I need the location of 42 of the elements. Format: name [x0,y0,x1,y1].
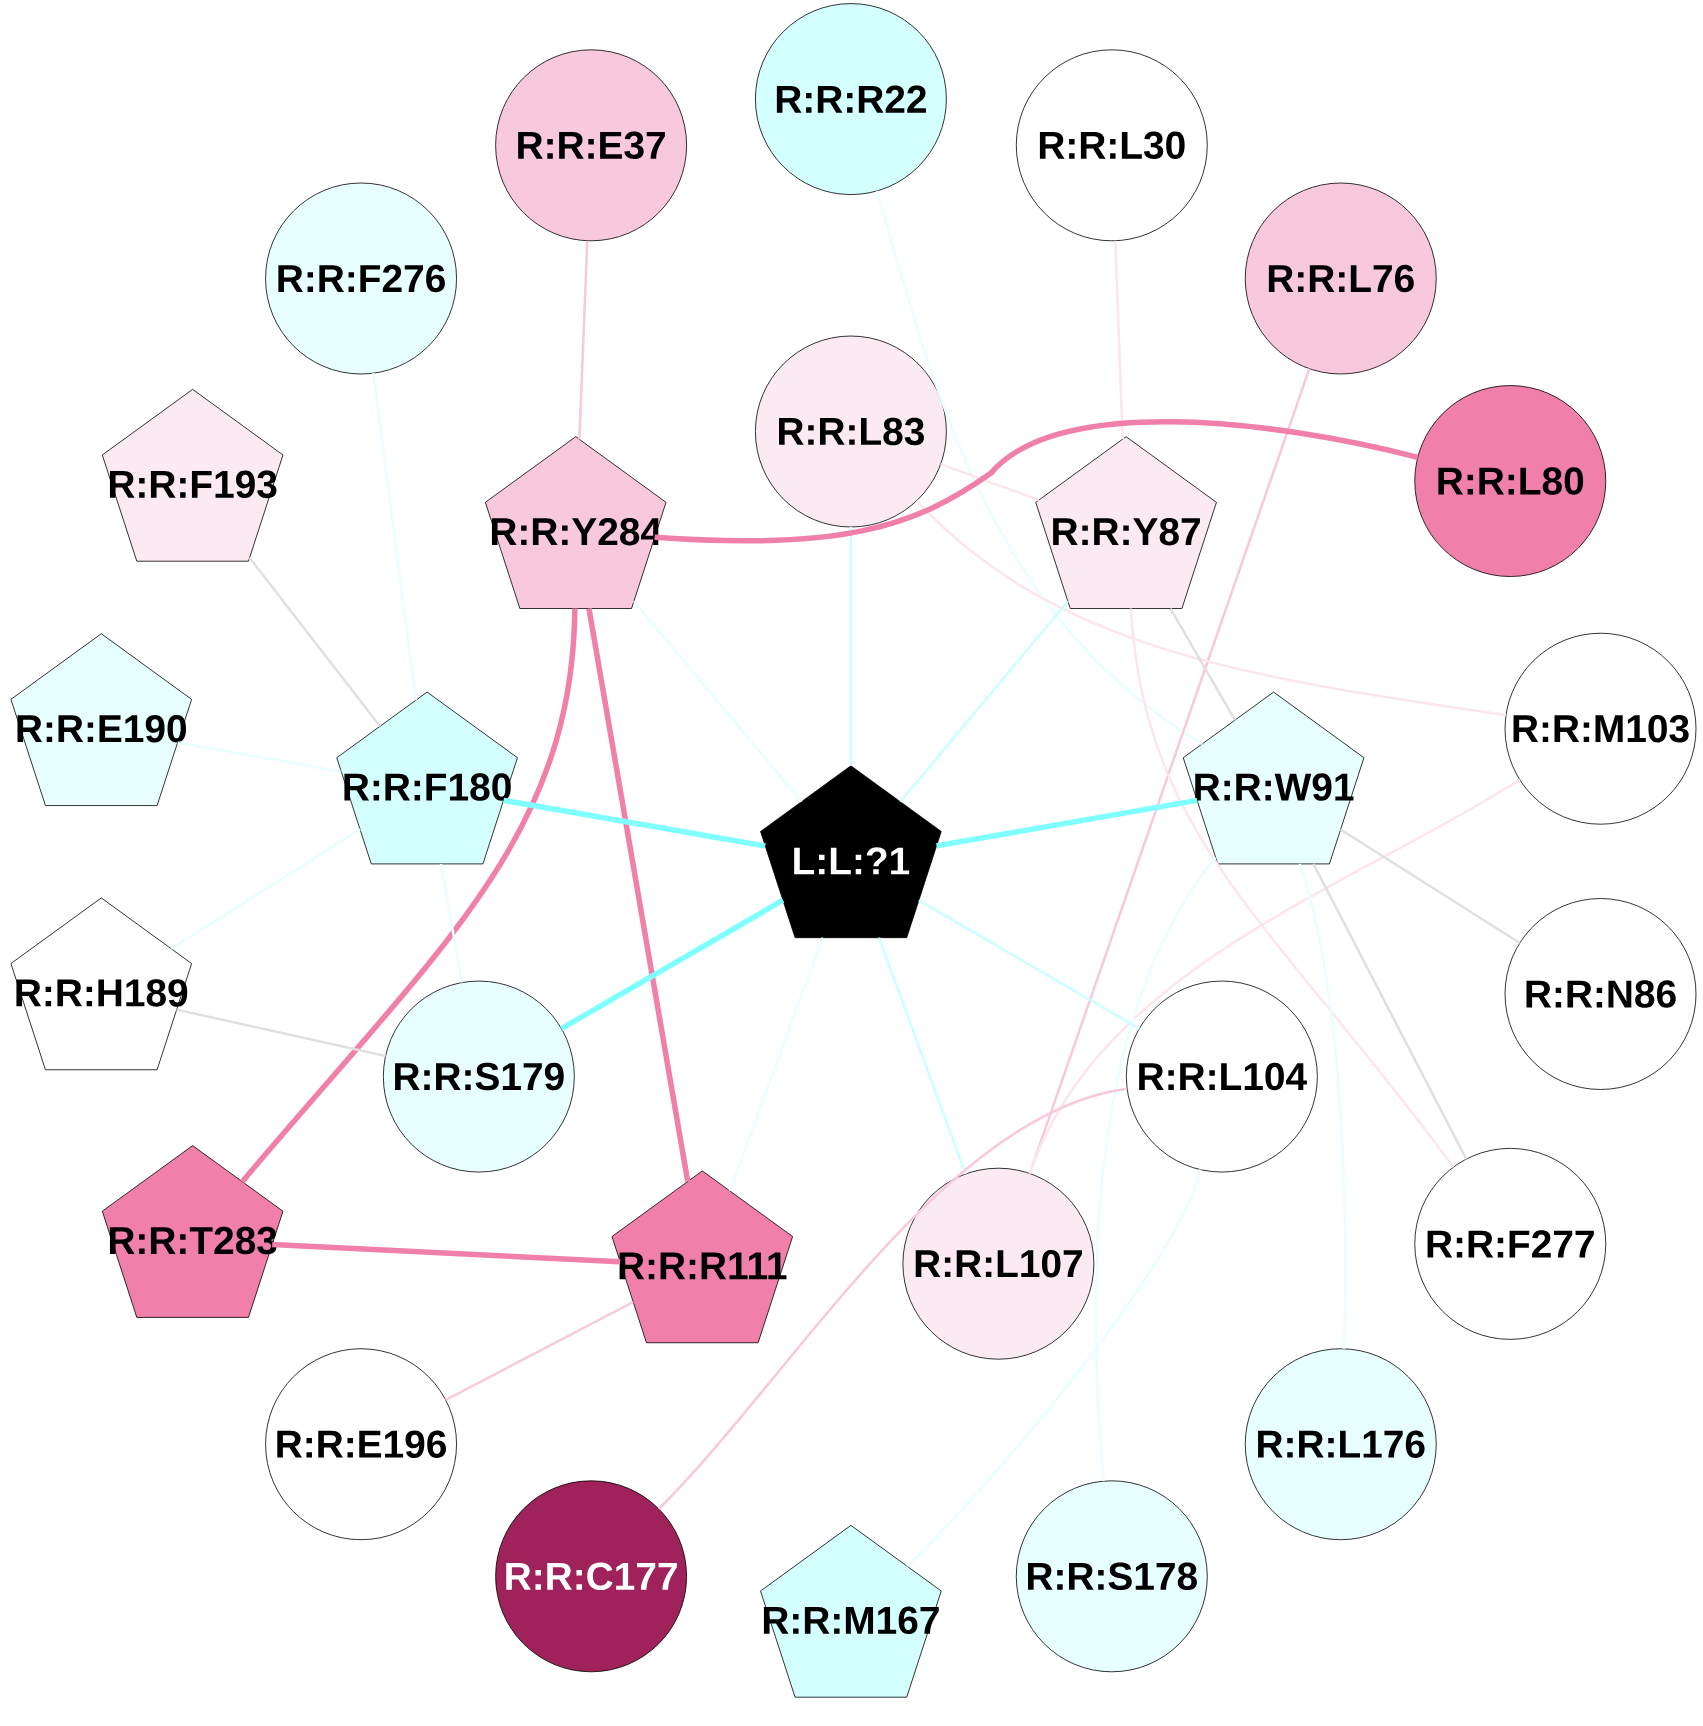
connector-line [899,600,1069,803]
connector-line [633,600,803,803]
connector-line [728,937,824,1192]
connector-line [578,240,589,440]
residue-pentagon: R:R:Y87 [1035,436,1217,609]
connector-line [654,419,1419,544]
connector-line [177,741,342,773]
connector-line [1312,863,1468,1160]
residue-pentagon: R:R:F180 [336,691,518,865]
connector-line [1298,863,1347,1349]
connector-line [915,500,1507,717]
residue-pentagon: R:R:T283 [101,1145,284,1318]
connector-line [170,828,361,950]
residue-pentagon: R:R:M167 [760,1524,942,1698]
connector-line [176,1008,386,1058]
connector-line [240,608,578,1184]
connector-line [248,557,382,728]
connector-line [1169,607,1237,721]
connector-line [875,190,1203,745]
connector-line [940,463,1040,502]
connector-line [657,1087,1128,1510]
residue-pentagon: R:R:F193 [101,388,284,562]
connector-line [918,899,1140,1030]
connector-line [1129,608,1455,1168]
connector-line [1340,828,1521,944]
connector-line [1028,778,1521,1174]
connector-line [849,527,853,766]
connector-line [372,373,418,701]
connector-line [439,863,464,983]
residue-pentagon: R:R:W91 [1182,691,1365,865]
connector-line [1114,240,1124,440]
connector-line [906,1169,1202,1568]
residue-pentagon: L:L:?1 [760,765,942,939]
connector-line [445,1300,634,1402]
residue-pentagon: R:R:Y284 [485,436,667,609]
connector-line [560,897,785,1032]
connector-line [936,797,1198,849]
connector-line [503,797,766,849]
connector-line [1094,856,1217,1482]
connector-line [877,937,967,1175]
connector-line [272,1241,621,1265]
connector-line [586,608,691,1182]
